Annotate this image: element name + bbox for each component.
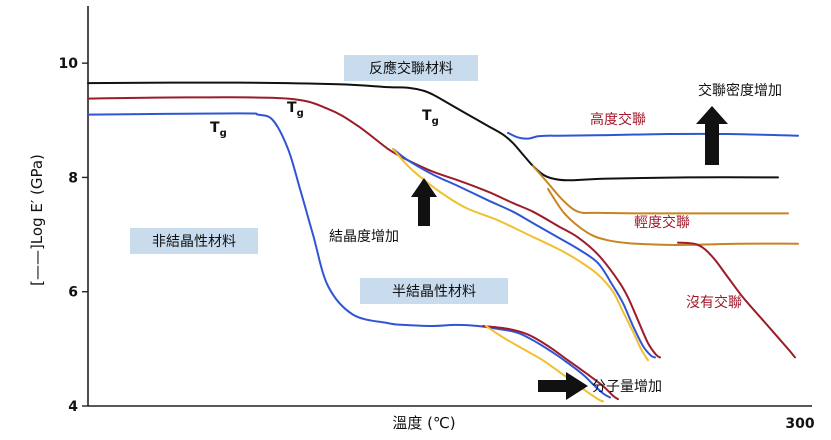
crystallinity-up-label: 結晶度增加 [329, 229, 399, 245]
y-tick-label-6: 6 [68, 285, 78, 301]
y-tick-label-10: 10 [59, 56, 79, 72]
curve-crosslinked-crosslinked_none-10 [677, 241, 796, 359]
curve-semicrystalline-semicrystalline_yellow-5 [485, 325, 604, 403]
curve-crosslinked-crosslinked_light-9 [547, 187, 799, 246]
tg-label-semicrystalline-main: T [287, 100, 297, 116]
tg-label-crosslinked-main: T [422, 108, 432, 124]
crosslinked-label: 反應交聯材料 [369, 60, 453, 77]
tg-label-semicrystalline: Tg [287, 100, 304, 119]
y-axis-ticks: 4 6 8 10 [59, 56, 88, 415]
tg-label-semicrystalline-sub: g [297, 108, 304, 119]
y-tick-label-8: 8 [68, 170, 78, 186]
y-axis-label: [——]Log E′ (GPa) [28, 154, 46, 286]
crosslinked-label-box [344, 55, 478, 81]
amorphous-label: 非結晶性材料 [152, 234, 236, 250]
crystallinity-up-arrow [411, 178, 437, 226]
x-tick-label-300: 300 [785, 416, 814, 432]
curve-amorphous-amorphous-0 [87, 112, 611, 399]
tg-label-amorphous-main: T [210, 120, 220, 136]
y-tick-label-4: 4 [68, 399, 78, 415]
curve-crosslinked-crosslinked_high-7 [507, 131, 799, 140]
x-axis-label: 溫度 (℃) [392, 414, 455, 432]
no-crosslink-label: 沒有交聯 [686, 294, 742, 311]
curves-group [87, 81, 799, 403]
tg-label-amorphous: Tg [210, 120, 227, 139]
curve-semicrystalline-semicrystalline_red-1 [87, 96, 661, 359]
semicrystalline-label: 半結晶性材料 [392, 284, 476, 300]
curve-crosslinked-crosslinked_light-8 [532, 165, 789, 215]
amorphous-label-box [130, 228, 258, 254]
molecular-weight-up-arrow [538, 372, 588, 400]
curve-semicrystalline-semicrystalline_yellow-3 [392, 147, 649, 362]
crosslink-density-up-arrow [696, 106, 728, 165]
crosslink-density-up-label: 交聯密度增加 [698, 82, 782, 99]
high-crosslink-label: 高度交聯 [590, 111, 646, 128]
curve-semicrystalline-semicrystalline_blue-2 [392, 147, 656, 359]
molecular-weight-up-label: 分子量增加 [592, 379, 662, 395]
tg-label-crosslinked-sub: g [432, 116, 439, 127]
curve-semicrystalline-semicrystalline_red-4 [482, 325, 619, 401]
semicrystalline-label-box [360, 278, 508, 304]
tg-label-crosslinked: Tg [422, 108, 439, 127]
light-crosslink-label: 輕度交聯 [634, 214, 690, 231]
tg-label-amorphous-sub: g [220, 128, 227, 139]
curve-crosslinked-crosslinked_black-6 [87, 81, 779, 182]
